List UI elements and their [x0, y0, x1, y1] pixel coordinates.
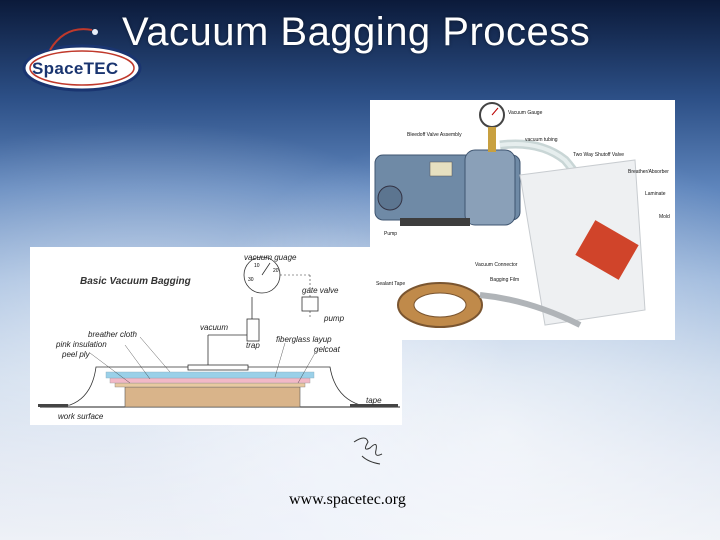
label-peel-ply: peel ply — [62, 350, 90, 359]
plabel-laminate: Laminate — [645, 191, 666, 197]
plabel-vacuum-connector: Vacuum Connector — [475, 262, 518, 268]
plabel-two-way-valve: Two Way Shutoff Valve — [573, 152, 625, 158]
slide-title: Vacuum Bagging Process — [122, 10, 591, 54]
diagram-drawing: 10 20 30 — [38, 256, 400, 408]
label-vacuum: vacuum — [200, 323, 229, 332]
equipment-drawing — [374, 102, 646, 328]
plabel-breather: Breather/Absorber — [628, 169, 669, 175]
label-pink-insulation: pink insulation — [56, 340, 107, 349]
footer-url[interactable]: www.spacetec.org — [289, 491, 406, 508]
plabel-bleedoff-valve: Bleedoff Valve Assembly — [407, 132, 462, 138]
plabel-vacuum-tubing: vacuum tubing — [525, 137, 558, 143]
plabel-vacuum-gauge: Vacuum Gauge — [508, 110, 543, 116]
diagram-title: Basic Vacuum Bagging — [80, 276, 191, 287]
label-breather-cloth: breather cloth — [88, 330, 137, 339]
plabel-pump: Pump — [384, 231, 398, 237]
svg-text:10: 10 — [254, 263, 260, 269]
label-gelcoat: gelcoat — [314, 345, 340, 354]
label-work-surface: work surface — [58, 412, 104, 421]
signature-mark — [353, 437, 383, 465]
plabel-mold: Mold — [659, 214, 670, 220]
label-vacuum-guage: vacuum guage — [244, 253, 297, 262]
plabel-bagging-film: Bagging Film — [490, 277, 520, 283]
svg-text:20: 20 — [273, 268, 279, 274]
logo-text: SpaceTEC — [32, 59, 119, 78]
plabel-sealant-tape: Sealant Tape — [376, 281, 406, 287]
spacetec-logo: SpaceTEC — [20, 20, 145, 100]
svg-text:30: 30 — [248, 277, 254, 283]
label-fiberglass-layup: fiberglass layup — [276, 335, 332, 344]
label-tape: tape — [366, 396, 382, 405]
label-gate-valve: gate valve — [302, 286, 339, 295]
vacuum-bagging-diagram: 10 20 30 Basic Vacuum Bagging vacuum gua… — [30, 247, 402, 425]
equipment-photo: Vacuum Gauge Bleedoff Valve Assembly vac… — [370, 100, 675, 340]
logo-emblem — [22, 28, 142, 92]
label-pump: pump — [324, 314, 345, 323]
label-trap: trap — [246, 341, 260, 350]
